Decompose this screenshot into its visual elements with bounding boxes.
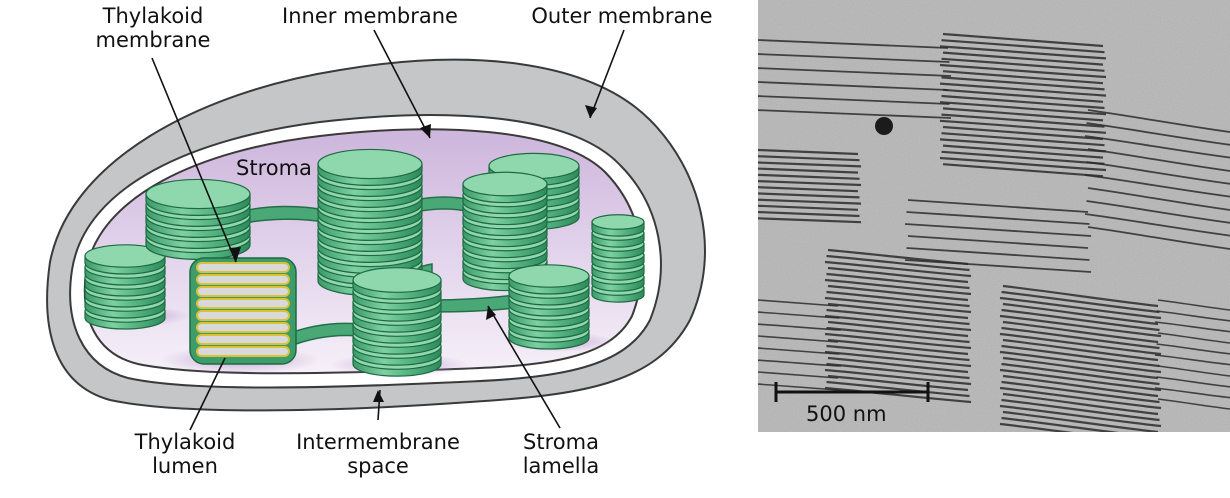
granum-band-left (758, 148, 862, 224)
granum-left (84, 244, 166, 330)
intermembrane-space-label: Intermembrane space (296, 430, 460, 478)
thylakoid-membrane-label: Thylakoid membrane (95, 4, 211, 52)
thylakoid-lumen-layer (196, 286, 290, 297)
thylakoid-lumen-layer (196, 334, 290, 345)
outer-membrane-label: Outer membrane (531, 4, 713, 28)
thylakoid-lumen-layer (196, 298, 290, 309)
scale-bar-label: 500 nm (806, 402, 887, 426)
granum-band-lower-right (999, 284, 1162, 432)
thylakoid-membrane-lines (758, 32, 1230, 432)
granum-band-upper (939, 32, 1107, 178)
chloroplast-diagram (46, 29, 706, 431)
lamellae-right (1084, 109, 1230, 250)
thylakoid-lumen-layer (196, 274, 290, 285)
plastoglobule (875, 117, 893, 135)
thylakoid-lumen-layer (196, 310, 290, 321)
scale-bar (774, 382, 930, 402)
granum-right-tall (462, 171, 548, 292)
lamellae-bottom-right (1154, 299, 1230, 410)
inner-membrane-label: Inner membrane (282, 4, 458, 28)
thylakoid-cutaway (189, 257, 297, 365)
thylakoid-lumen-label: Thylakoid lumen (134, 430, 236, 478)
stroma-lamella-label: Stroma lamella (522, 430, 600, 478)
leader-lines (151, 29, 625, 431)
granum-front-center (352, 267, 442, 377)
granum-center-tall (317, 148, 423, 296)
granum-front-right (508, 264, 590, 350)
thylakoid-lumen-layer (196, 262, 290, 273)
stroma-label: Stroma (236, 156, 312, 180)
thylakoid-lumen-layer (196, 346, 290, 357)
thylakoid-lumen-layer (196, 322, 290, 333)
electron-micrograph (758, 0, 1230, 432)
granum-far-right (591, 214, 645, 303)
granum-back-left (145, 178, 251, 260)
grana-stacks (84, 148, 645, 377)
lamellae-top-left (758, 39, 952, 119)
lamellae-middle (904, 199, 1092, 273)
lamellae-bottom-left (758, 299, 842, 391)
